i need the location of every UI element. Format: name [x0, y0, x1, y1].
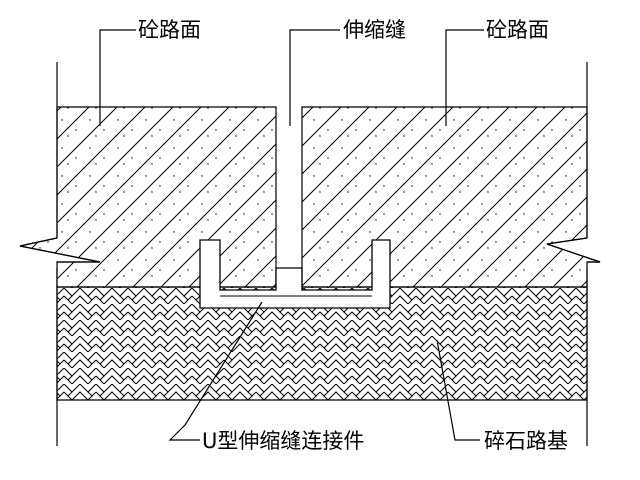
label-concrete-left: 砼路面: [138, 18, 201, 42]
leader-u-connector: [168, 301, 263, 441]
right-break-line: [546, 237, 601, 263]
label-gravel-base: 碎石路基: [484, 429, 568, 453]
label-concrete-right: 砼路面: [486, 18, 549, 42]
break-lines: [19, 237, 601, 263]
concrete-slab-left: [19, 106, 277, 288]
label-expansion-joint: 伸缩缝: [343, 18, 406, 42]
leader-concrete-right: [445, 29, 484, 126]
left-break-line: [19, 237, 101, 263]
label-u-connector: U型伸缩缝连接件: [202, 429, 364, 453]
u-connector: [199, 239, 391, 309]
concrete-slab-right: [301, 106, 601, 288]
leader-concrete-left: [99, 29, 136, 126]
leader-gravel-base: [436, 339, 480, 441]
leader-lines: [99, 29, 484, 441]
leader-expansion-joint: [289, 29, 340, 126]
